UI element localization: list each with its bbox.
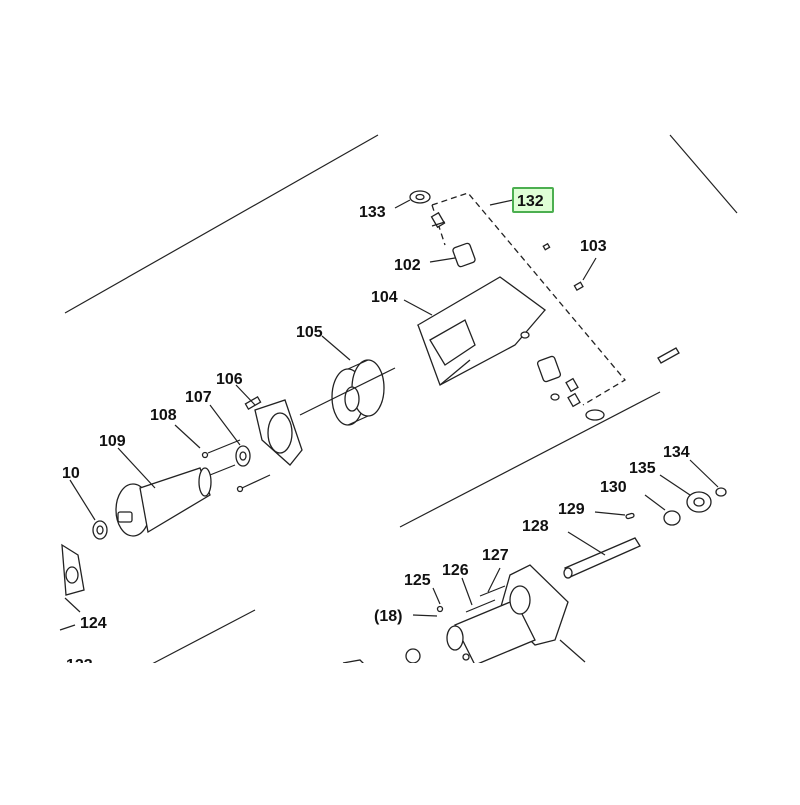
part-130-washer [644,494,681,526]
part-102-brush-holder [429,242,476,268]
part-10-washer [69,479,108,540]
part-screw-top [430,211,446,229]
part-109-armature [115,447,236,537]
part-brush-holder-lower [536,355,605,421]
label-124: 124 [80,615,107,632]
label-108: 108 [150,407,177,424]
part-106-bracket [235,384,303,466]
label-126: 126 [442,562,469,579]
label-18: (18) [374,608,402,625]
label-105: 105 [296,324,323,341]
frame-lines [59,134,738,666]
part-key-plate [657,347,680,364]
part-134-clip [689,459,727,497]
part-103-spring [542,242,597,291]
part-133-washer [394,190,431,209]
label-135: 135 [629,460,656,477]
part-126-screw [461,577,496,613]
part-104-motor-housing [403,276,547,386]
label-128: 128 [522,518,549,535]
label-130: 130 [600,479,627,496]
label-106: 106 [216,371,243,388]
callout-labels: 133 132 103 102 104 105 106 107 108 109 … [62,187,690,674]
label-127: 127 [482,547,509,564]
part-108-screws [174,424,271,493]
part-124-gear-housing [61,543,85,613]
label-102: 102 [394,257,421,274]
label-133: 133 [359,204,386,221]
part-129-pin [594,511,635,520]
label-10: 10 [62,465,80,482]
label-134: 134 [663,444,690,461]
label-103: 103 [580,238,607,255]
label-125: 125 [404,572,431,589]
label-107: 107 [185,389,212,406]
part-gearbox-housing [405,564,586,666]
label-129: 129 [558,501,585,518]
part-128-shaft [563,531,641,579]
part-135-bearing [659,474,712,513]
part-107-bearing [209,404,251,467]
label-132: 132 [517,193,544,210]
part-127-screw [479,567,506,597]
highlight-box-132 [512,187,554,213]
label-104: 104 [371,289,398,306]
crop-mask [0,663,800,800]
part-125-screw [432,587,444,613]
label-109: 109 [99,433,126,450]
part-105-stator [299,335,396,426]
